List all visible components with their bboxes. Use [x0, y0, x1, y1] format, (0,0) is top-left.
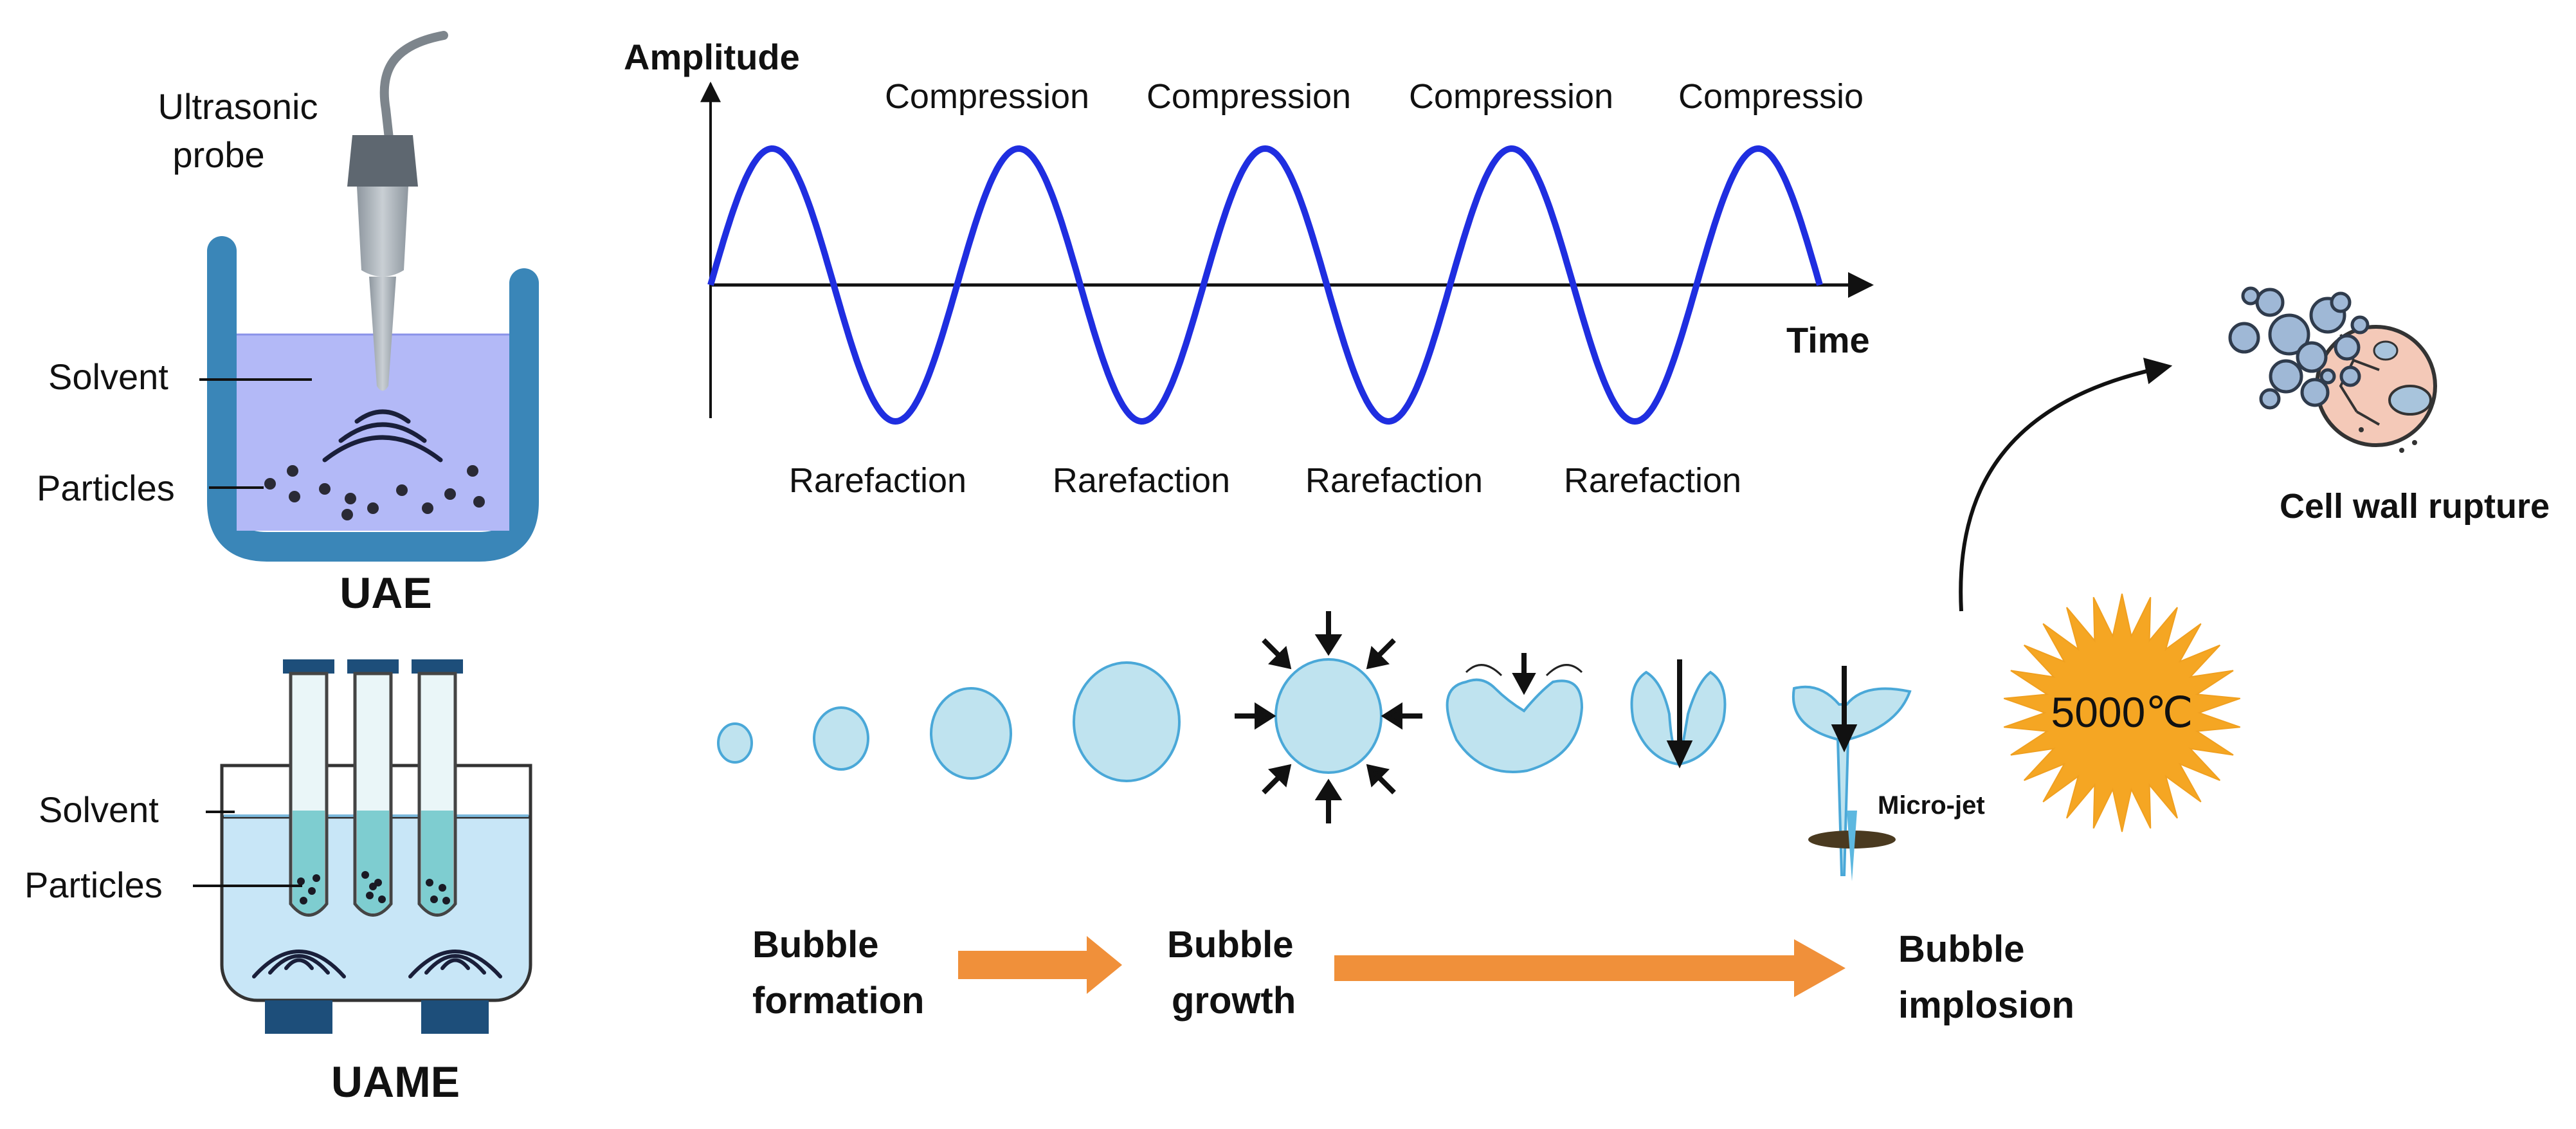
uae-solvent-label: Solvent — [48, 356, 168, 397]
deform-arc-left — [1465, 664, 1503, 677]
implosion-arrows — [1512, 653, 1858, 769]
uame-foot-left — [265, 1000, 332, 1034]
temperature-label: 5000℃ — [2051, 688, 2193, 736]
formation-to-growth-arrow — [958, 936, 1122, 994]
uae-panel: Ultrasonic probe Solvent Particles UAE — [37, 31, 539, 618]
implosion-label: Bubble — [1898, 928, 2025, 970]
compression-arrows — [1235, 611, 1422, 823]
bubble-stage-3 — [930, 687, 1012, 780]
compression-label-partial: Compressio — [1678, 77, 1864, 116]
jet-stream — [1847, 811, 1857, 881]
uame-particles — [297, 871, 450, 904]
uame-solvent-label: Solvent — [39, 789, 159, 830]
uae-sound-waves — [322, 409, 443, 463]
rupture-label: Cell wall rupture — [2280, 487, 2550, 526]
deform-arc-right — [1545, 664, 1583, 677]
micro-jet-label: Micro-jet — [1878, 791, 1985, 820]
uame-sound-waves — [252, 950, 502, 978]
bubble-stage-4 — [1073, 661, 1181, 782]
growth-to-implosion-arrow — [1334, 939, 1846, 997]
growth-label-line2: growth — [1172, 980, 1296, 1022]
probe-label: Ultrasonic — [158, 86, 318, 127]
compression-label: Compression — [885, 77, 1089, 116]
probe-body — [357, 187, 408, 277]
uame-particles-label: Particles — [24, 865, 163, 905]
sound-wave-curve — [707, 145, 1823, 425]
bubble-stage-1 — [717, 722, 753, 764]
rarefaction-label: Rarefaction — [789, 461, 966, 500]
rupture-arrow — [1959, 358, 2173, 612]
compression-label: Compression — [1147, 77, 1351, 116]
probe-label-line2: probe — [172, 134, 264, 175]
uae-vessel — [207, 236, 539, 562]
uae-title: UAE — [340, 569, 432, 618]
probe-cable — [379, 31, 448, 143]
bubble-stage-dented — [1446, 678, 1584, 773]
temperature-burst — [2003, 593, 2241, 832]
uame-foot-right — [421, 1000, 489, 1034]
uame-title: UAME — [331, 1058, 460, 1106]
amplitude-label: Amplitude — [624, 37, 800, 77]
compression-label: Compression — [1409, 77, 1613, 116]
probe-tip — [369, 277, 396, 391]
bubble-stage-collapsing — [1630, 670, 1727, 766]
time-label: Time — [1786, 320, 1870, 360]
uae-particles-label: Particles — [37, 468, 175, 508]
bubble-stage-jet — [1791, 685, 1912, 741]
uame-panel: Solvent Particles UAME — [24, 659, 532, 1106]
formation-label-line2: formation — [752, 980, 924, 1022]
bubble-stage-compressed — [1274, 658, 1383, 774]
formation-label: Bubble — [752, 924, 879, 966]
rarefaction-label: Rarefaction — [1564, 461, 1741, 500]
bubble-stages — [717, 658, 1912, 876]
uame-tubes — [283, 659, 463, 917]
growth-label: Bubble — [1167, 924, 1294, 966]
stage-arrows — [958, 936, 1846, 997]
uae-solvent — [237, 335, 509, 531]
micro-jet — [1836, 739, 1850, 876]
rarefaction-label: Rarefaction — [1305, 461, 1483, 500]
wave-chart: Amplitude Time Compression Compression C… — [624, 37, 1874, 500]
implosion-label-line2: implosion — [1898, 984, 2074, 1026]
cell-rupture-icon — [2228, 286, 2437, 453]
bubble-stage-2 — [813, 706, 869, 771]
rarefaction-label: Rarefaction — [1053, 461, 1230, 500]
uae-particles — [264, 465, 485, 520]
probe-handle — [347, 135, 418, 187]
